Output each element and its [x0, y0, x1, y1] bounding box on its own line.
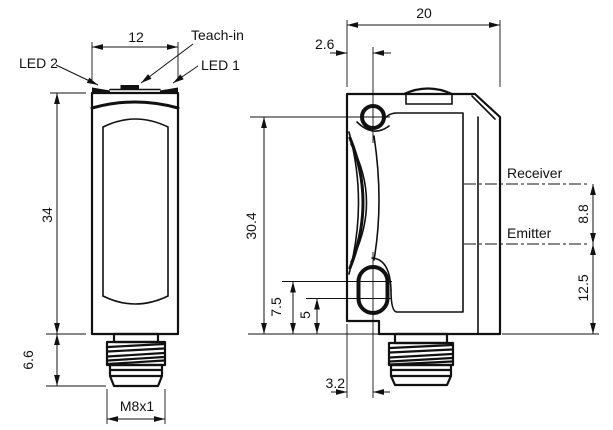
- dim-slot-offset: 3.2: [326, 324, 390, 398]
- slot-boss-arc: [371, 257, 392, 291]
- hole-slot-centerlines: [250, 47, 390, 398]
- dim-side-depth: 20: [346, 5, 501, 87]
- side-teach-button-dome: [402, 87, 454, 96]
- inner-panel-outline: [380, 112, 464, 313]
- dim-front-height: 34: [39, 92, 86, 335]
- front-connector-neck: [112, 332, 160, 344]
- front-lens-top-arc: [90, 100, 180, 110]
- dim-hole-height: 30.4: [243, 117, 379, 335]
- dim-front-width: 12: [91, 29, 179, 80]
- dim-side-depth-extensions: [346, 20, 501, 87]
- dim-side-depth-value: 20: [416, 5, 432, 21]
- dim-slot-upper-value: 7.5: [268, 297, 284, 317]
- teach-in-button: [120, 85, 139, 90]
- front-window-outline: [102, 118, 169, 305]
- dim-hole-offset: 2.6: [315, 36, 391, 56]
- lens-arc-inner: [350, 143, 368, 263]
- dim-hole-offset-value: 2.6: [315, 36, 335, 52]
- led1-leader: [172, 65, 199, 84]
- dim-front-width-extensions: [91, 42, 179, 80]
- side-connector-tip: [389, 363, 453, 387]
- side-view: Receiver Emitter: [250, 47, 590, 398]
- dim-front-width-value: 12: [128, 29, 144, 45]
- dim-slot-lower: 5: [297, 298, 392, 334]
- thread-size-label: M8x1: [120, 398, 154, 414]
- dim-slot-lower-value: 5: [297, 311, 313, 319]
- dim-slot-offset-value: 3.2: [326, 375, 346, 391]
- front-connector-tip: [108, 363, 164, 388]
- dim-beam-gap-value: 8.8: [575, 204, 591, 224]
- dim-emitter-height-value: 12.5: [575, 274, 591, 301]
- inner-panel-arc: [373, 135, 380, 261]
- led2-label: LED 2: [19, 55, 58, 71]
- dim-emitter-height: 12.5: [502, 244, 599, 335]
- front-view: [90, 85, 180, 388]
- emitter-label: Emitter: [507, 225, 552, 241]
- dim-beam-gap: 8.8: [575, 184, 596, 244]
- front-view-callouts: Teach-in LED 2 LED 1: [19, 27, 244, 86]
- receiver-label: Receiver: [507, 165, 563, 181]
- teach-in-leader: [140, 43, 194, 84]
- dim-front-connector-value: 6.6: [20, 350, 36, 370]
- dim-front-connector: 6.6: [20, 334, 106, 387]
- side-connector-neck: [393, 332, 449, 345]
- dim-slot-upper: 7.5: [268, 281, 392, 334]
- led1-label: LED 1: [201, 57, 240, 73]
- side-chamfer-inner-line: [471, 95, 496, 120]
- front-connector-thread-lines: [106, 342, 166, 366]
- side-teach-button-body: [405, 93, 453, 105]
- side-connector-thread-lines: [388, 343, 454, 366]
- teach-in-label: Teach-in: [191, 27, 244, 43]
- led2-indicator: [92, 87, 110, 93]
- dim-front-thread: M8x1: [106, 389, 166, 424]
- led2-leader: [55, 64, 99, 86]
- dim-hole-height-value: 30.4: [243, 212, 259, 239]
- dim-front-height-value: 34: [39, 207, 55, 223]
- lens-arc-outer: [348, 131, 360, 275]
- led1-indicator: [160, 87, 178, 93]
